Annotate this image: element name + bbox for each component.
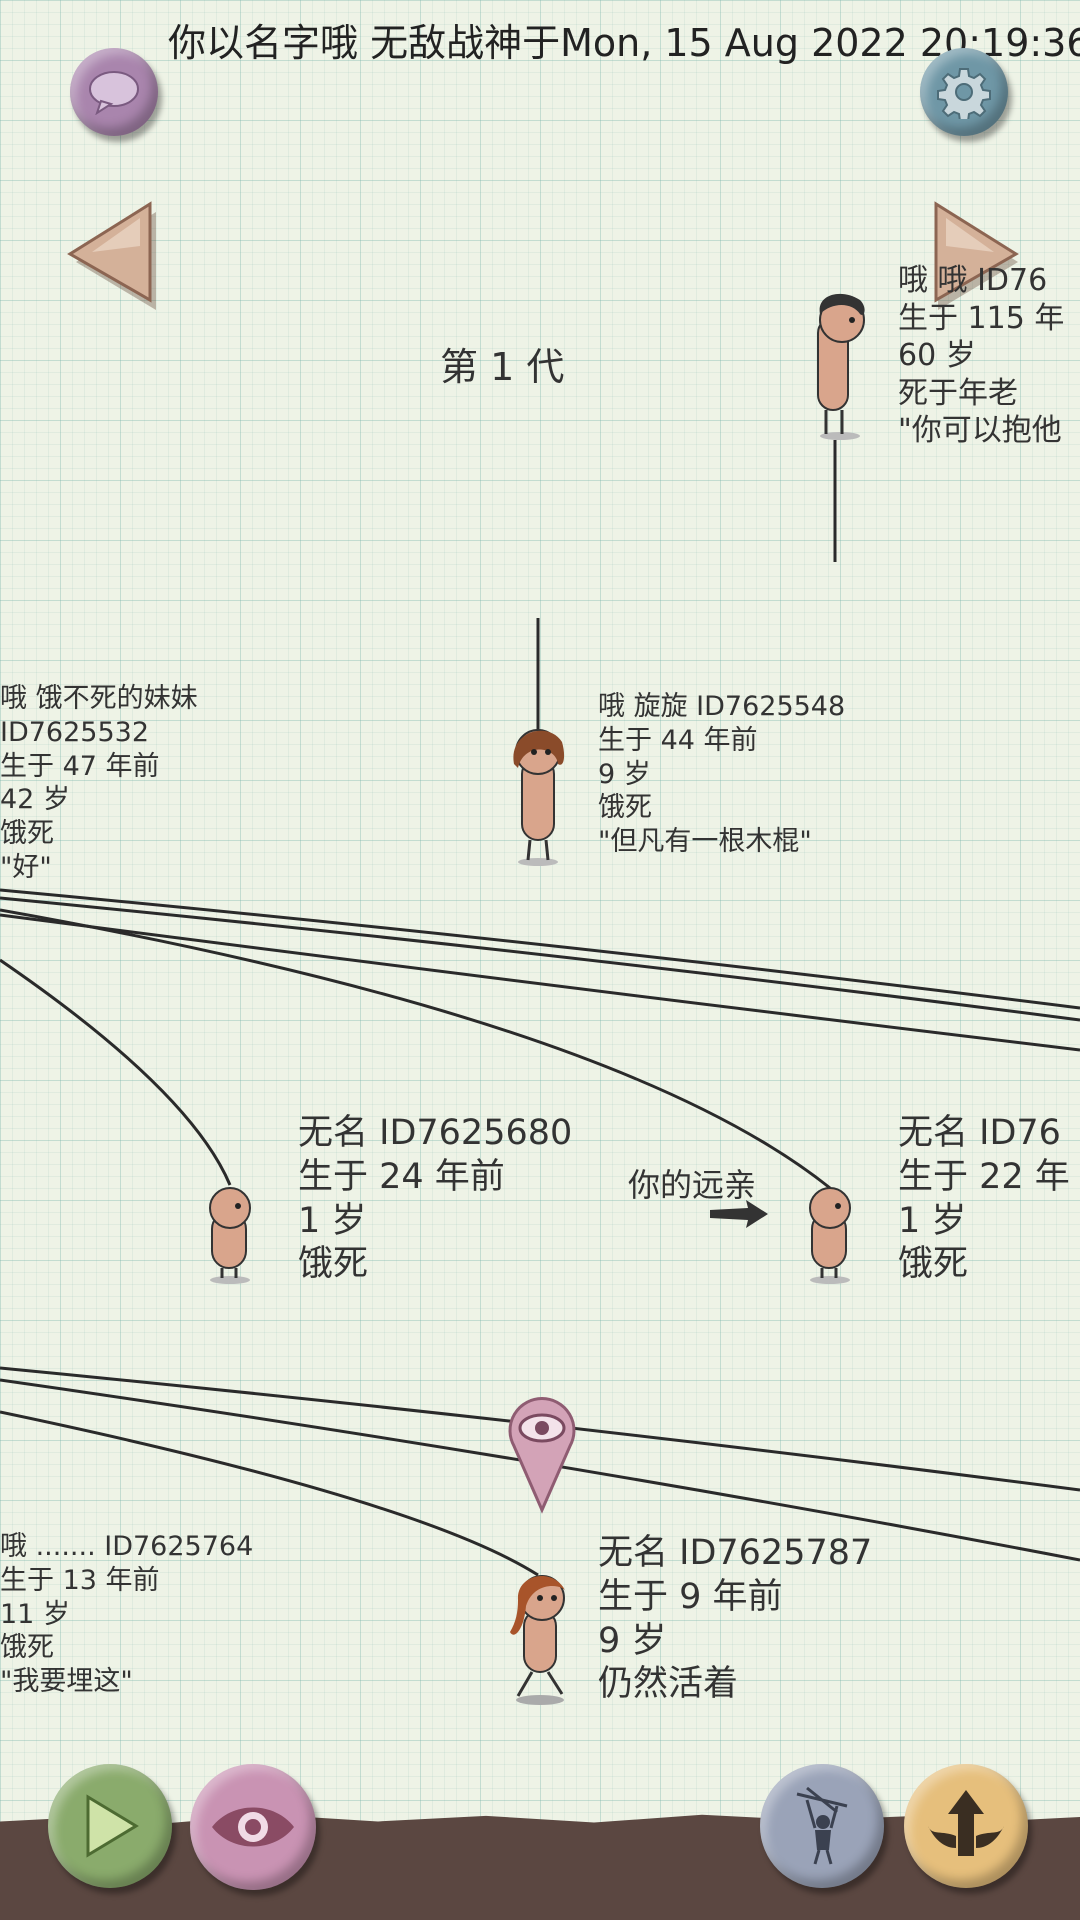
person-name: 哦 饿不死的妹妹	[0, 683, 198, 714]
play-button[interactable]	[48, 1764, 172, 1888]
person-name-id: 哦 旋旋 ID7625548	[598, 691, 846, 722]
person-death: 饿死	[898, 1244, 969, 1285]
person-info-baby-1: 无名 ID7625680 生于 24 年前 1 岁 饿死	[298, 1112, 572, 1287]
person-info-baby-2: 无名 ID76 生于 22 年 1 岁 饿死	[898, 1112, 1080, 1287]
person-death: 饿死	[298, 1244, 369, 1285]
person-name-id: 哦 ....... ID7625764	[0, 1531, 254, 1562]
person-born: 生于 9 年前	[598, 1576, 783, 1617]
pointer-arrow-icon	[710, 1200, 768, 1228]
person-info-player: 无名 ID7625787 生于 9 年前 9 岁 仍然活着	[598, 1532, 872, 1707]
tree-line	[0, 913, 1080, 1052]
person-age: 9 岁	[598, 1620, 667, 1661]
character-baby[interactable]	[202, 1182, 258, 1286]
person-death: 饿死	[0, 1632, 54, 1664]
person-death: 饿死	[0, 818, 54, 849]
relative-tag: 你的远亲	[628, 1166, 757, 1204]
person-name-id: 无名 ID7625787	[598, 1533, 873, 1573]
next-generation-button[interactable]	[928, 200, 1020, 310]
person-death: 死于年老	[898, 375, 1018, 411]
person-born: 生于 44 年前	[598, 724, 758, 756]
person-quote: "你可以抱他	[898, 413, 1062, 448]
view-button[interactable]	[190, 1764, 316, 1890]
gear-icon	[937, 68, 991, 119]
person-id: ID7625532	[0, 716, 150, 748]
person-age: 60 岁	[898, 338, 976, 373]
person-quote: "但凡有一根木棍"	[598, 826, 812, 857]
person-born: 生于 115 年	[898, 300, 1065, 336]
eye-icon	[212, 1807, 294, 1847]
person-info-sister: 哦 饿不死的妹妹 ID7625532 生于 47 年前 42 岁 饿死 "好"	[0, 682, 198, 885]
chat-button[interactable]	[70, 48, 158, 136]
tree-line	[0, 1410, 539, 1577]
person-born: 生于 13 年前	[0, 1564, 160, 1596]
puppet-button[interactable]	[760, 1764, 884, 1888]
ground-strip	[0, 1814, 1080, 1920]
person-death: 饿死	[598, 792, 652, 824]
triangle-left-icon	[67, 201, 156, 310]
page-title: 你以名字哦 无敌战神于Mon, 15 Aug 2022 20:19:36	[168, 21, 1080, 65]
current-player-marker[interactable]	[504, 1390, 580, 1514]
tree-line	[0, 908, 831, 1190]
person-quote: "好"	[0, 851, 52, 883]
tree-line	[0, 888, 1080, 1010]
person-age: 1 岁	[898, 1200, 967, 1241]
character-elder[interactable]	[812, 292, 872, 442]
triangle-right-icon	[934, 201, 1019, 310]
character-baby-player-relative[interactable]	[802, 1182, 858, 1286]
person-born: 生于 24 年前	[298, 1156, 505, 1197]
puppet-icon	[796, 1786, 848, 1865]
prev-generation-button[interactable]	[66, 200, 158, 310]
person-age: 9 岁	[598, 758, 651, 790]
generation-label: 第 1 代	[440, 345, 565, 389]
character-player[interactable]	[504, 1570, 574, 1706]
person-name-id: 无名 ID76	[898, 1113, 1061, 1153]
settings-button[interactable]	[920, 48, 1008, 136]
tree-line	[0, 958, 232, 1186]
person-name-id: 哦 哦 ID76	[898, 263, 1048, 298]
character-girl[interactable]	[508, 728, 568, 868]
person-age: 42 岁	[0, 784, 70, 816]
winged-arrow-up-icon	[928, 1790, 1004, 1856]
person-quote: "我要埋这"	[0, 1666, 133, 1697]
person-age: 1 岁	[298, 1200, 367, 1241]
person-info-elder: 哦 哦 ID76 生于 115 年 60 岁 死于年老 "你可以抱他	[898, 262, 1080, 450]
play-icon	[86, 1794, 139, 1858]
person-info-xuanxuan: 哦 旋旋 ID7625548 生于 44 年前 9 岁 饿死 "但凡有一根木棍"	[598, 690, 845, 859]
person-info-ellipsis: 哦 ....... ID7625764 生于 13 年前 11 岁 饿死 "我要…	[0, 1530, 253, 1699]
eye-pin-icon	[508, 1397, 576, 1514]
tree-line	[0, 896, 1080, 1022]
ascend-button[interactable]	[904, 1764, 1028, 1888]
speech-bubble-icon	[89, 71, 139, 115]
person-born: 生于 22 年	[898, 1156, 1070, 1197]
person-born: 生于 47 年前	[0, 750, 160, 782]
person-age: 11 岁	[0, 1598, 70, 1630]
person-name-id: 无名 ID7625680	[298, 1113, 573, 1153]
person-status: 仍然活着	[598, 1664, 739, 1705]
